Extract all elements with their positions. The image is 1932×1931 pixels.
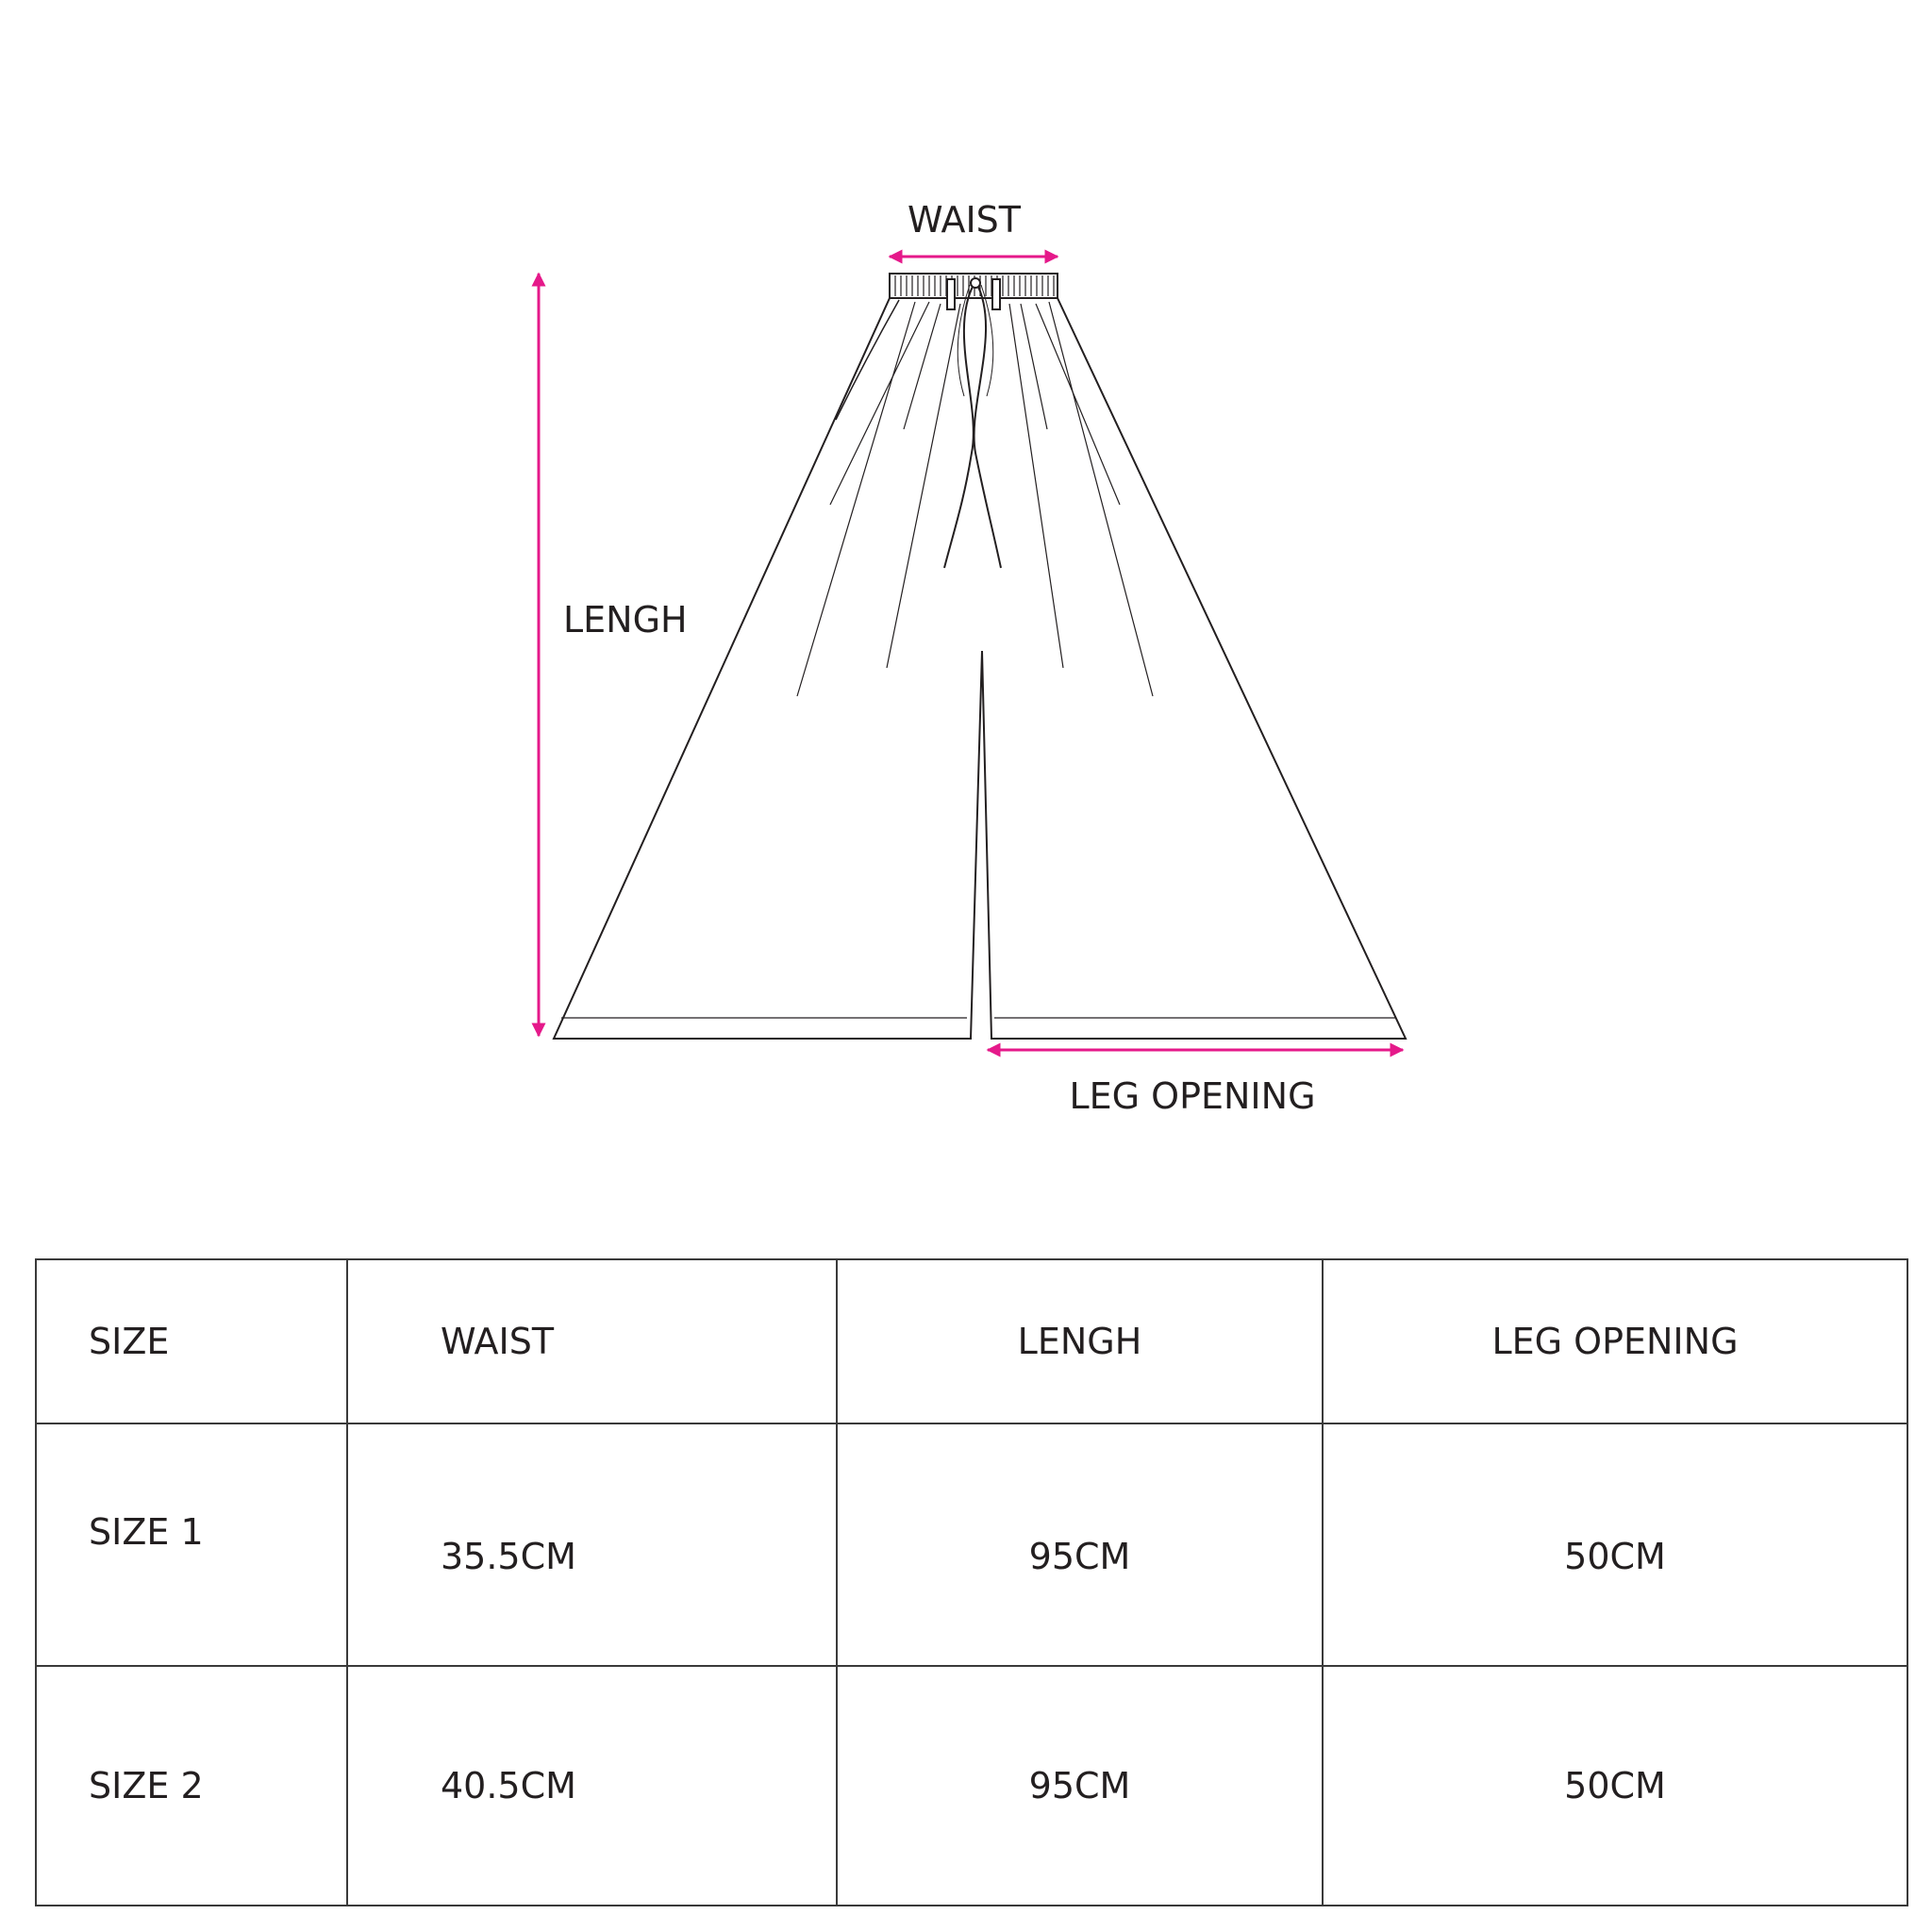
leg-opening-value: 50CM xyxy=(1564,1765,1666,1806)
drawstring-tab-left xyxy=(946,278,956,310)
drawstring-knot xyxy=(970,277,981,289)
header-cell-length: LENGH xyxy=(836,1258,1324,1424)
size-name: SIZE 1 xyxy=(89,1510,204,1553)
length-value: 95CM xyxy=(1028,1535,1131,1577)
length-value: 95CM xyxy=(1028,1765,1131,1806)
drawstring-tab-right xyxy=(991,278,1001,310)
cell-length: 95CM xyxy=(836,1423,1324,1667)
header-length-label: LENGH xyxy=(1017,1321,1142,1362)
cell-length: 95CM xyxy=(836,1665,1324,1906)
leg-opening-label: LEG OPENING xyxy=(1069,1075,1315,1117)
drawstrings xyxy=(943,282,1002,569)
cell-waist: 35.5CM xyxy=(346,1423,838,1667)
table-row: SIZE 1 35.5CM 95CM 50CM xyxy=(35,1423,1908,1667)
header-cell-leg-opening: LEG OPENING xyxy=(1322,1258,1908,1424)
cell-size: SIZE 2 xyxy=(35,1665,348,1906)
cell-leg-opening: 50CM xyxy=(1322,1423,1908,1667)
pants-measurement-diagram: WAIST LENGH LEG OPENING xyxy=(531,199,1407,1117)
leg-opening-value: 50CM xyxy=(1564,1535,1666,1577)
table-row: SIZE 2 40.5CM 95CM 50CM xyxy=(35,1665,1908,1906)
pants-outline xyxy=(552,297,1407,1040)
size-chart-table: SIZE WAIST LENGH LEG OPENING SIZE 1 35.5… xyxy=(35,1258,1908,1906)
pants-drawing xyxy=(552,273,1407,1040)
header-cell-size: SIZE xyxy=(35,1258,348,1424)
cell-waist: 40.5CM xyxy=(346,1665,838,1906)
header-waist-label: WAIST xyxy=(441,1321,555,1362)
size-name: SIZE 2 xyxy=(89,1765,204,1806)
waist-value: 35.5CM xyxy=(441,1535,576,1577)
waist-value: 40.5CM xyxy=(441,1765,576,1806)
pocket-line xyxy=(835,299,900,421)
cell-leg-opening: 50CM xyxy=(1322,1665,1908,1906)
table-header-row: SIZE WAIST LENGH LEG OPENING xyxy=(35,1258,1908,1424)
header-leg-opening-label: LEG OPENING xyxy=(1491,1321,1739,1362)
waist-label: WAIST xyxy=(908,199,1022,241)
length-label: LENGH xyxy=(563,599,688,641)
header-cell-waist: WAIST xyxy=(346,1258,838,1424)
cell-size: SIZE 1 xyxy=(35,1423,348,1667)
header-size-label: SIZE xyxy=(89,1321,170,1362)
pleat-lines xyxy=(796,301,1154,697)
